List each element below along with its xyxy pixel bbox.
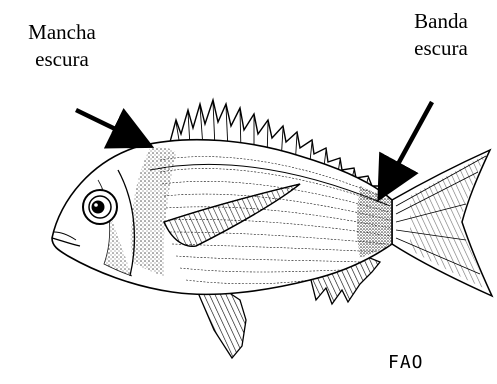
caudal-fin xyxy=(392,150,492,296)
dark-spot-label: Mancha escura xyxy=(6,19,118,73)
dark-spot-label-line2: escura xyxy=(6,46,118,73)
dark-band-label: Banda escura xyxy=(393,8,489,62)
fao-credit: FAO xyxy=(388,352,424,373)
dark-band-label-line1: Banda xyxy=(393,8,489,35)
dark-band-label-line2: escura xyxy=(393,35,489,62)
dark-spot-arrow xyxy=(76,110,138,140)
eye xyxy=(83,190,117,224)
dark-band-arrow xyxy=(386,102,432,186)
dark-spot-label-line1: Mancha xyxy=(6,19,118,46)
pelvic-fin xyxy=(196,288,246,358)
